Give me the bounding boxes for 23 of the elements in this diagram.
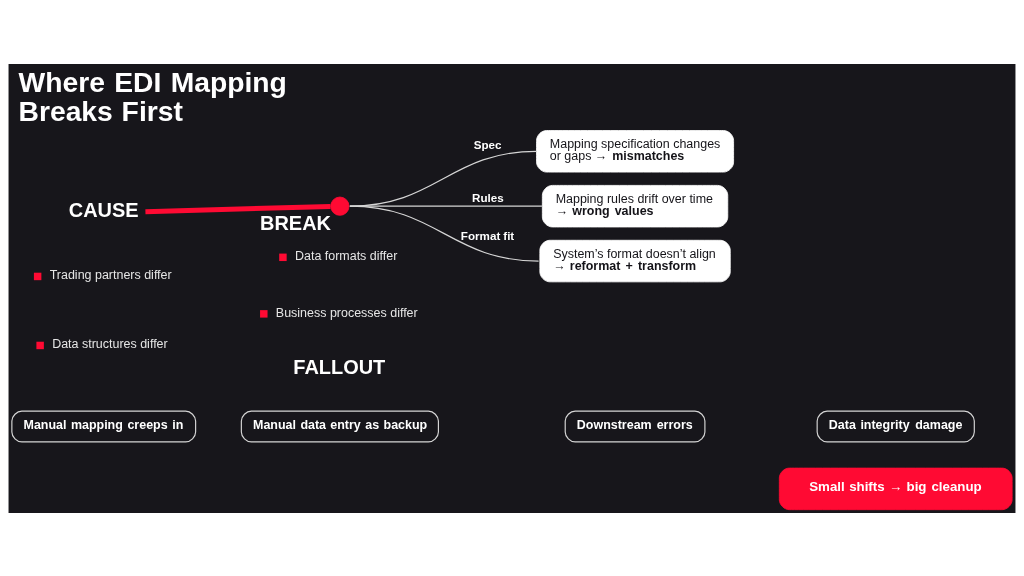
connector <box>349 150 538 207</box>
node-box: System’s format doesn’t align → reformat + transform <box>539 239 731 282</box>
node-box: Small shifts → big cleanup <box>778 467 1013 510</box>
node-box: Data integrity damage <box>816 410 975 442</box>
node-box: Mapping rules drift over time → wrong values <box>541 184 729 227</box>
node-circle <box>330 196 350 216</box>
edge-label: Rules <box>472 190 504 204</box>
edge-label: Format fit <box>460 228 515 242</box>
node-text: CAUSE <box>68 198 139 221</box>
node-box: Downstream errors <box>564 410 706 442</box>
label: Data formats differ <box>294 248 398 263</box>
node-box: Mapping specification changes or gaps → mismatches <box>536 129 734 172</box>
label: Data structures differ <box>52 336 168 351</box>
node-box: Manual data entry as backup <box>240 410 439 442</box>
label: FALLOUT <box>293 355 386 378</box>
diagram-title: Where EDI Mapping Breaks First <box>18 65 287 127</box>
label: Trading partners differ <box>49 267 172 282</box>
node-label: BREAK <box>260 211 331 234</box>
label: Business processes differ <box>275 305 418 320</box>
edge-label: Spec <box>473 137 502 151</box>
node-box: Manual mapping creeps in <box>11 410 197 442</box>
connector <box>145 203 331 214</box>
connector <box>349 205 540 262</box>
